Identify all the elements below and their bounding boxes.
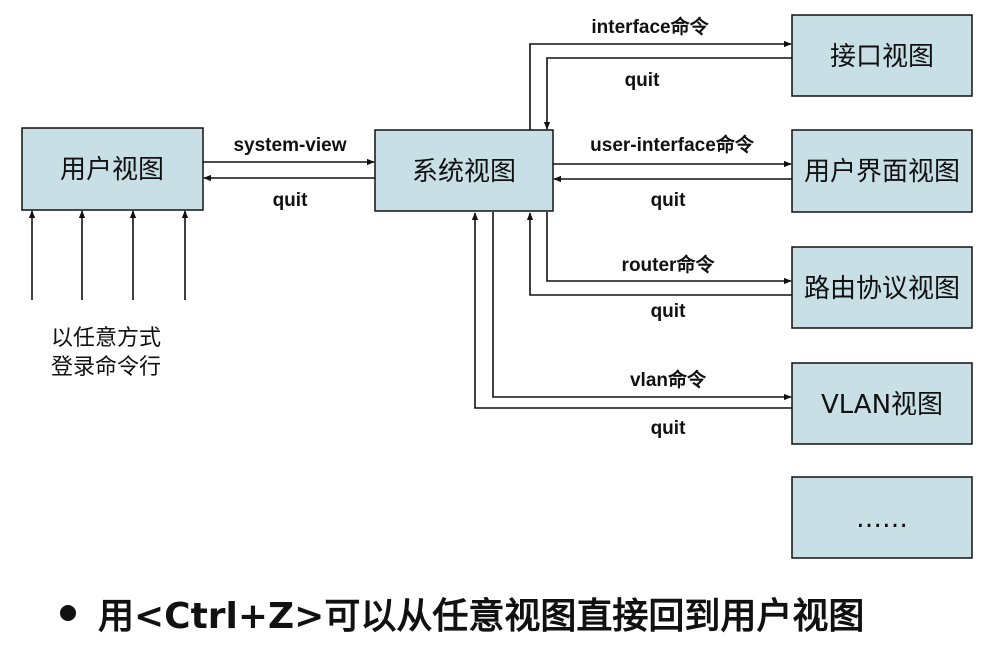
arrow-system-to-interface [529,40,792,130]
login-note-line2: 登录命令行 [51,355,161,380]
label-quit-routing: quit [651,301,686,322]
label-quit-user: quit [273,190,308,211]
label-user-interface-command: user-interface命令 [590,133,755,156]
bullet-icon [60,605,76,621]
footer-note: 用<Ctrl+Z>可以从任意视图直接回到用户视图 [60,585,960,641]
label-vlan-command: vlan命令 [630,368,707,391]
node-interface-view: 接口视图 [791,14,973,97]
node-routing-protocol-view: 路由协议视图 [791,246,973,329]
node-user-interface-view: 用户界面视图 [791,129,973,213]
arrow-system-to-vlan [492,212,792,401]
label-router-command: router命令 [622,253,716,276]
node-more: …… [791,476,973,559]
node-user-view-label: 用户视图 [60,155,164,185]
label-interface-command: interface命令 [591,15,709,38]
arrow-vlan-to-system [471,212,792,409]
node-vlan-view: VLAN视图 [791,362,973,445]
node-interface-view-label: 接口视图 [830,42,934,72]
arrow-routing-to-system [526,212,792,296]
node-user-view: 用户视图 [21,127,204,211]
node-more-label: …… [856,504,908,534]
view-transition-diagram: 用户视图 系统视图 接口视图 用户界面视图 路由协议视图 VLAN视图 …… s… [21,14,973,559]
footer-note-text: 用<Ctrl+Z>可以从任意视图直接回到用户视图 [98,596,865,637]
node-system-view: 系统视图 [374,129,554,212]
label-quit-vlan: quit [651,418,686,439]
node-system-view-label: 系统视图 [412,157,516,187]
label-system-view-command: system-view [233,135,346,156]
node-vlan-view-label: VLAN视图 [821,390,943,420]
arrow-system-to-routing [546,212,792,285]
arrow-interface-to-system [543,57,792,130]
node-user-interface-view-label: 用户界面视图 [804,157,960,187]
node-routing-protocol-view-label: 路由协议视图 [804,274,960,304]
label-quit-user-interface: quit [651,190,686,211]
login-note-line1: 以任意方式 [51,326,161,351]
label-quit-interface: quit [625,70,660,91]
